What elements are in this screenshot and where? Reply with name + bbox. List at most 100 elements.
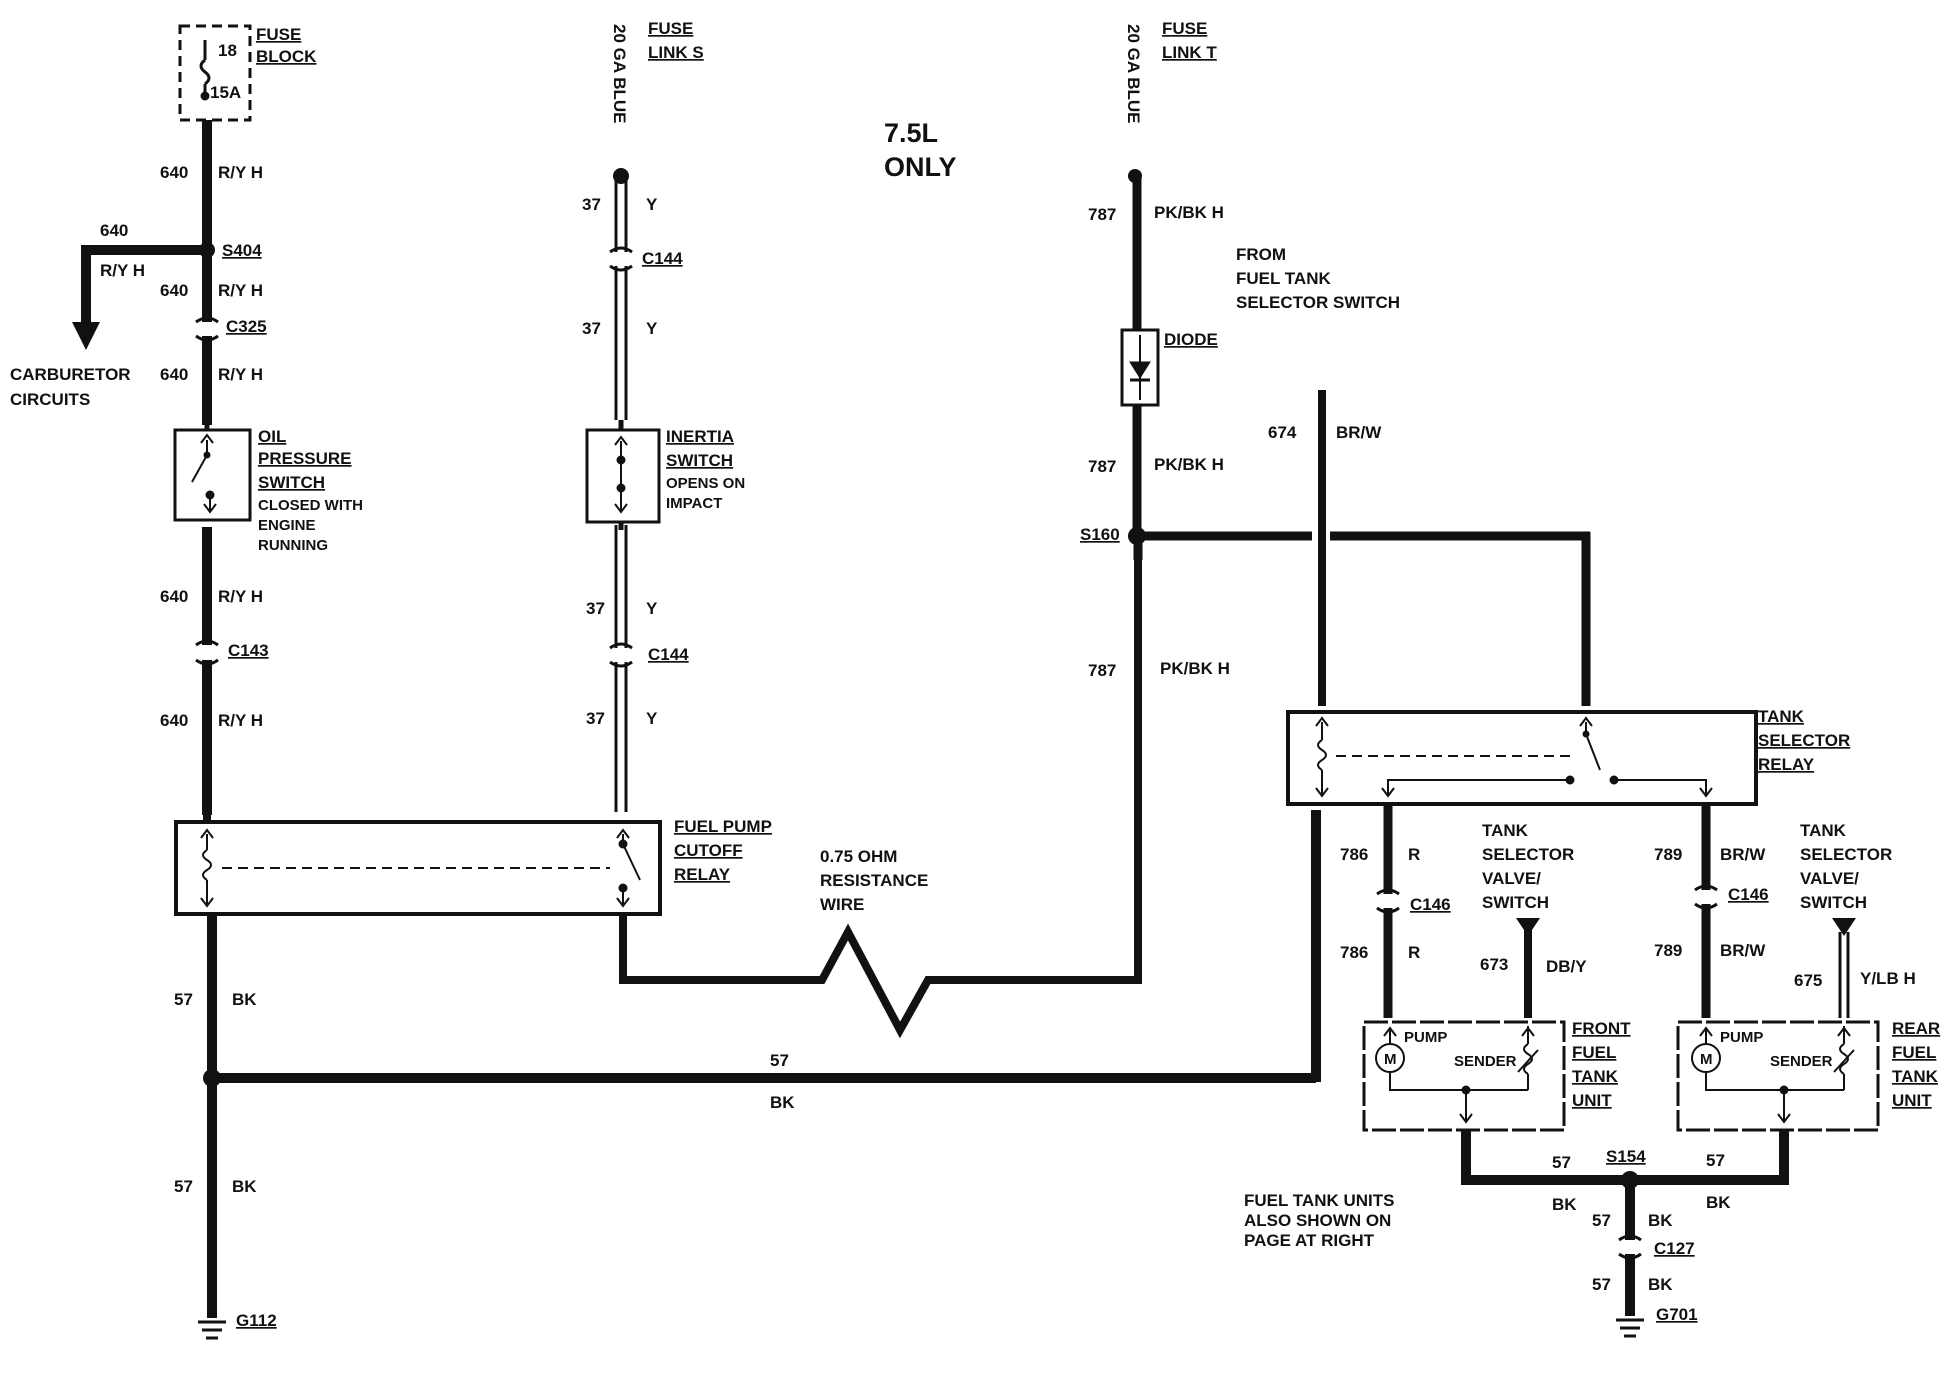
wire-787-to-relay bbox=[1142, 531, 1591, 706]
fuse-link-t-label: LINK T bbox=[1162, 43, 1217, 62]
front-fuel-tank-unit-label: FUEL bbox=[1572, 1043, 1616, 1062]
splice-dot-icon bbox=[203, 1069, 221, 1087]
wire-number: 37 bbox=[586, 709, 605, 728]
motor-icon: M bbox=[1700, 1051, 1713, 1068]
resistance-wire-label: 0.75 OHM bbox=[820, 847, 897, 866]
wire-number: 789 bbox=[1654, 941, 1682, 960]
arrow-down-icon bbox=[1516, 918, 1540, 936]
tank-selector-valve-label: SELECTOR bbox=[1482, 845, 1574, 864]
wire-number: 675 bbox=[1794, 971, 1822, 990]
connector-c127-icon bbox=[1618, 1234, 1642, 1260]
oil-pressure-switch-label: SWITCH bbox=[258, 473, 325, 492]
connector-c325-label: C325 bbox=[226, 317, 267, 336]
connector-c144-label: C144 bbox=[648, 645, 689, 664]
oil-pressure-switch-note: RUNNING bbox=[258, 537, 328, 554]
rear-fuel-tank-unit bbox=[1676, 1020, 1880, 1132]
from-selector-switch-label: FUEL TANK bbox=[1236, 269, 1331, 288]
connector-c325-icon bbox=[195, 316, 219, 342]
resistance-wire-label: RESISTANCE bbox=[820, 871, 928, 890]
wire-number: 57 bbox=[174, 990, 193, 1009]
diode-icon bbox=[1120, 328, 1160, 407]
connector-c143-label: C143 bbox=[228, 641, 269, 660]
fuse-block-amperage: 15A bbox=[210, 83, 241, 102]
wire-color: BR/W bbox=[1720, 941, 1766, 960]
wire-color: Y bbox=[646, 195, 658, 214]
wire-color: R bbox=[1408, 943, 1420, 962]
fuse-link-t-label: FUSE bbox=[1162, 19, 1207, 38]
wire-37 bbox=[614, 176, 628, 812]
arrow-down-icon bbox=[72, 322, 100, 350]
wire-number: 786 bbox=[1340, 943, 1368, 962]
wire-color: DB/Y bbox=[1546, 957, 1587, 976]
inertia-switch-note: OPENS ON bbox=[666, 475, 745, 492]
wire-number: 57 bbox=[1552, 1153, 1571, 1172]
rear-fuel-tank-unit-label: UNIT bbox=[1892, 1091, 1932, 1110]
pump-label: PUMP bbox=[1404, 1029, 1447, 1046]
wire-number: 640 bbox=[160, 163, 188, 182]
wire-color: R/Y H bbox=[218, 163, 263, 182]
fuse-link-s-label: LINK S bbox=[648, 43, 704, 62]
wire-color: BK bbox=[1648, 1275, 1673, 1294]
wire-color: BR/W bbox=[1720, 845, 1766, 864]
engine-note: 7.5L bbox=[884, 118, 938, 148]
carburetor-circuits-label: CARBURETOR bbox=[10, 365, 131, 384]
connector-c146-label: C146 bbox=[1410, 895, 1451, 914]
inertia-switch bbox=[585, 420, 661, 530]
fuse-link-s-label: FUSE bbox=[648, 19, 693, 38]
ground-g701-label: G701 bbox=[1656, 1305, 1698, 1324]
wire-number: 789 bbox=[1654, 845, 1682, 864]
tank-selector-valve-label: SWITCH bbox=[1800, 893, 1867, 912]
fuel-pump-cutoff-relay-label: CUTOFF bbox=[674, 841, 743, 860]
fuel-pump-cutoff-relay-label: FUEL PUMP bbox=[674, 817, 772, 836]
tank-selector-valve-label: TANK bbox=[1482, 821, 1529, 840]
fuse-block bbox=[178, 24, 252, 122]
tank-selector-relay-label: TANK bbox=[1758, 707, 1805, 726]
wire-number: 787 bbox=[1088, 661, 1116, 680]
ground-icon bbox=[198, 1320, 226, 1340]
sender-label: SENDER bbox=[1454, 1053, 1517, 1070]
connector-c146-label: C146 bbox=[1728, 885, 1769, 904]
wire-color: R/Y H bbox=[218, 587, 263, 606]
resistance-wire bbox=[619, 556, 1142, 1039]
tank-selector-relay-label: SELECTOR bbox=[1758, 731, 1850, 750]
tank-selector-valve-label: SWITCH bbox=[1482, 893, 1549, 912]
front-fuel-tank-unit-label: FRONT bbox=[1572, 1019, 1631, 1038]
oil-pressure-switch-label: OIL bbox=[258, 427, 286, 446]
connector-c146-icon bbox=[1694, 884, 1718, 910]
front-fuel-tank-unit-label: UNIT bbox=[1572, 1091, 1612, 1110]
wire-color: R/Y H bbox=[218, 711, 263, 730]
wire-number: 57 bbox=[1706, 1151, 1725, 1170]
fuse-block-label: FUSE bbox=[256, 25, 301, 44]
splice-s154-label: S154 bbox=[1606, 1147, 1646, 1166]
wire-number: 786 bbox=[1340, 845, 1368, 864]
splice-dot-icon bbox=[1621, 1171, 1639, 1189]
pump-label: PUMP bbox=[1720, 1029, 1763, 1046]
fuel-pump-cutoff-relay-label: RELAY bbox=[674, 865, 731, 884]
splice-dot-icon bbox=[1128, 527, 1146, 545]
inertia-switch-label: INERTIA bbox=[666, 427, 734, 446]
wire-color: PK/BK H bbox=[1160, 659, 1230, 678]
oil-pressure-switch-note: CLOSED WITH bbox=[258, 497, 363, 514]
oil-pressure-switch-note: ENGINE bbox=[258, 517, 316, 534]
wire-color: BK bbox=[1648, 1211, 1673, 1230]
wire-color: BK bbox=[1552, 1195, 1577, 1214]
wire-color: PK/BK H bbox=[1154, 203, 1224, 222]
front-fuel-tank-unit-label: TANK bbox=[1572, 1067, 1619, 1086]
connector-s404-label: S404 bbox=[222, 241, 262, 260]
fuse-block-label: BLOCK bbox=[256, 47, 317, 66]
connector-c146-icon bbox=[1376, 888, 1400, 914]
wire-gauge-label: 20 GA BLUE bbox=[610, 24, 629, 124]
wire-color: BK bbox=[232, 1177, 257, 1196]
wire-57 bbox=[207, 810, 1321, 1318]
connector-c144-icon bbox=[609, 246, 633, 272]
sender-label: SENDER bbox=[1770, 1053, 1833, 1070]
oil-pressure-switch-label: PRESSURE bbox=[258, 449, 352, 468]
wire-color: Y bbox=[646, 599, 658, 618]
wire-color: Y bbox=[646, 319, 658, 338]
wire-number: 57 bbox=[174, 1177, 193, 1196]
wire-color: Y/LB H bbox=[1860, 969, 1916, 988]
wire-number: 640 bbox=[160, 365, 188, 384]
diode-label: DIODE bbox=[1164, 330, 1218, 349]
motor-icon: M bbox=[1384, 1051, 1397, 1068]
wire-gauge-label: 20 GA BLUE bbox=[1124, 24, 1143, 124]
